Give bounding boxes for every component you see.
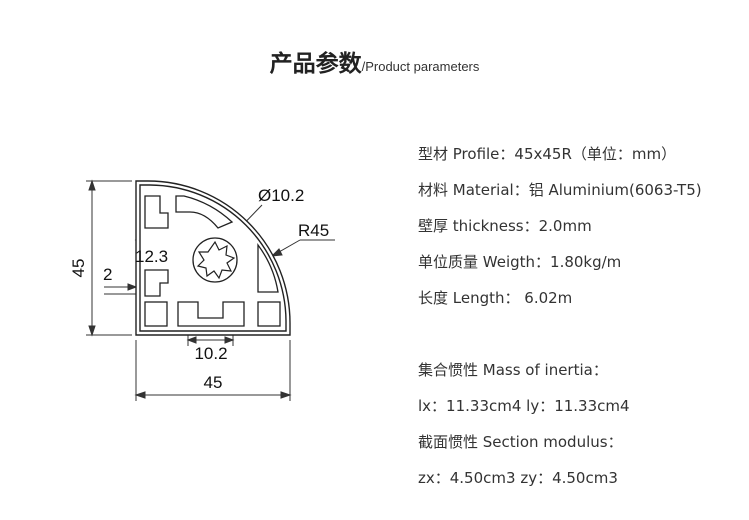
profile-cavities <box>144 195 281 327</box>
dimension-height-label: 45 <box>69 259 88 278</box>
dimension-slot-label: 10.2 <box>194 344 227 363</box>
spec-profile: 型材 Profile：45x45R（单位：mm） <box>418 145 677 163</box>
spec-thickness: 壁厚 thickness：2.0mm <box>418 217 592 235</box>
spec-modulus-values: zx：4.50cm3 zy：4.50cm3 <box>418 469 618 487</box>
dimension-radius-label: R45 <box>298 221 329 240</box>
spec-inertia-values: lx：11.33cm4 ly：11.33cm4 <box>418 397 630 415</box>
spec-weight: 单位质量 Weigth：1.80kg/m <box>418 253 622 271</box>
dimension-offset-label: 12.3 <box>135 247 168 266</box>
dimension-lines <box>86 179 335 401</box>
dimension-wall-label: 2 <box>103 265 112 284</box>
dimension-width-label: 45 <box>204 373 223 392</box>
spec-material: 材料 Material：铝 Aluminium(6063-T5) <box>418 181 702 199</box>
title-chinese: 产品参数 <box>269 51 362 77</box>
spec-inertia-label: 集合惯性 Mass of inertia： <box>418 361 608 379</box>
center-core-hole <box>192 237 238 283</box>
spec-modulus-label: 截面惯性 Section modulus： <box>418 433 623 451</box>
page-title: 产品参数/Product parameters <box>0 44 749 78</box>
dimension-diameter-label: Ø10.2 <box>258 186 304 205</box>
spec-length: 长度 Length： 6.02m <box>418 289 573 307</box>
title-english: /Product parameters <box>361 59 480 74</box>
